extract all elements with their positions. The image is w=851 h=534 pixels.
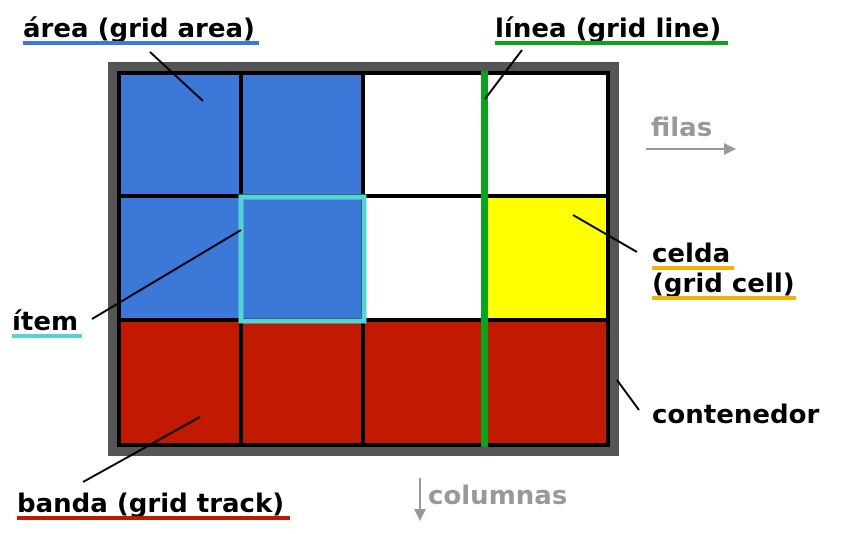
pointer-item — [91, 229, 242, 320]
underline-cell-1 — [652, 266, 734, 270]
cell-r2-c4-highlight — [487, 198, 606, 318]
label-track: banda (grid track) — [17, 489, 284, 519]
label-item: ítem — [12, 307, 78, 337]
rows-arrow-head-icon — [724, 143, 736, 155]
label-container: contenedor — [652, 400, 819, 430]
underline-track — [17, 516, 290, 520]
cell-r1-c4 — [487, 75, 606, 194]
columns-arrow-head-icon — [414, 509, 426, 521]
underline-line — [495, 41, 728, 45]
pointer-container — [616, 379, 640, 411]
label-area: área (grid area) — [23, 14, 255, 44]
label-rows: filas — [651, 113, 712, 143]
cell-r2-c2 — [243, 198, 361, 318]
label-cell-line1: celda — [652, 239, 730, 269]
cell-r1-c2 — [243, 75, 361, 194]
cell-r3-c1 — [121, 322, 239, 443]
underline-cell-2 — [652, 296, 796, 300]
cell-r3-c3 — [365, 322, 483, 443]
cell-r1-c3 — [365, 75, 483, 194]
label-columns: columnas — [428, 481, 567, 511]
pointer-cell — [572, 214, 638, 253]
cell-r1-c1 — [121, 75, 239, 194]
item-highlight — [238, 194, 367, 324]
grid-line-highlight — [481, 71, 488, 447]
pointer-line — [484, 49, 523, 100]
cell-r2-c3 — [365, 198, 483, 318]
cell-r3-c2 — [243, 322, 361, 443]
underline-area — [23, 41, 259, 45]
label-line: línea (grid line) — [495, 14, 721, 44]
cell-r2-c1 — [121, 198, 239, 318]
pointer-track — [82, 416, 201, 483]
pointer-area — [149, 51, 204, 102]
underline-item — [12, 334, 82, 338]
label-cell-line2: (grid cell) — [652, 269, 795, 299]
cell-r3-c4 — [487, 322, 606, 443]
